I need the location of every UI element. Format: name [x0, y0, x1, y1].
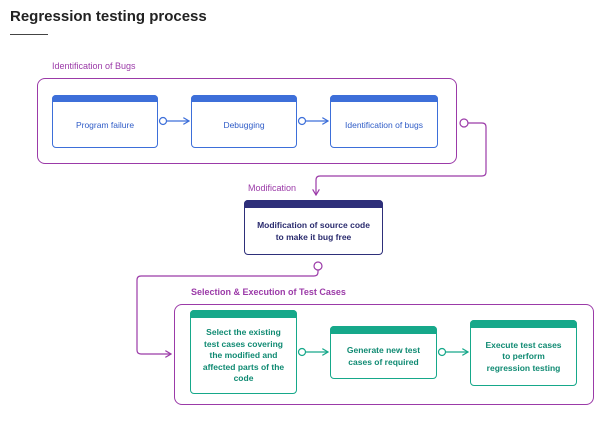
step-program-failure: Program failure [52, 95, 158, 148]
section-label-modification: Modification [248, 183, 297, 193]
connector-section1-to-modification [316, 118, 487, 195]
step-execute-test-cases: Execute test cases to perform regression… [470, 320, 577, 386]
section-box-identification [37, 78, 457, 164]
step-generate-new-test-cases: Generate new test cases of required [330, 326, 437, 379]
step-modification-of-source-code: Modification of source code to make it b… [244, 200, 383, 255]
title-underline [10, 34, 48, 35]
connector-3a-3b [297, 347, 329, 357]
step-select-existing-test-cases: Select the existing test cases covering … [190, 310, 297, 394]
connector-modification-to-section3 [136, 261, 323, 354]
connector-2-3 [297, 116, 329, 126]
section-label-identification: Identification of Bugs [52, 61, 136, 71]
step-debugging: Debugging [191, 95, 297, 148]
section-box-selection [174, 304, 594, 405]
step-identification-of-bugs: Identification of bugs [330, 95, 438, 148]
section-label-selection: Selection & Execution of Test Cases [191, 287, 346, 297]
connector-1-2 [158, 116, 190, 126]
connector-3b-3c [437, 347, 469, 357]
page-title: Regression testing process [10, 8, 207, 25]
